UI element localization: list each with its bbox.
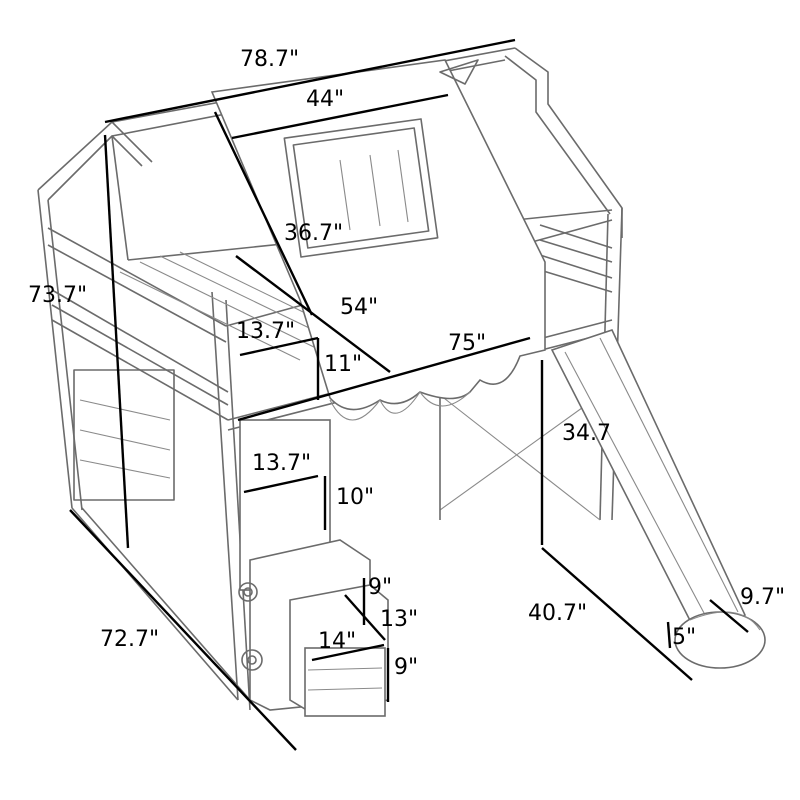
guardrail-height-label: 11" xyxy=(324,352,362,377)
slide-width-label: 9.7" xyxy=(740,585,785,610)
slide-width-line xyxy=(709,599,749,633)
overall-width-line xyxy=(69,509,297,751)
step-depth-line xyxy=(344,594,386,641)
bed-length-label: 75" xyxy=(448,331,486,356)
stair-step-width-label: 13.7" xyxy=(252,451,311,476)
guardrail-width-label: 13.7" xyxy=(236,319,295,344)
overall-length-label: 78.7" xyxy=(240,47,299,72)
dimension-labels: 78.7" 44" 36.7" 73.7" 54" 13.7" 11" 75" … xyxy=(28,47,785,680)
lower-step-height-label: 9" xyxy=(368,575,392,600)
tent-width-label: 44" xyxy=(306,87,344,112)
bed-diagonal-label: 54" xyxy=(340,295,378,320)
bottom-step-height-label: 9" xyxy=(394,655,418,680)
overall-height-label: 73.7" xyxy=(28,283,87,308)
overall-height-line xyxy=(103,134,130,549)
lower-step-width-line xyxy=(311,643,385,662)
tent-width-line xyxy=(231,93,449,140)
stair-step-height-label: 10" xyxy=(336,485,374,510)
guardrail-width-line xyxy=(239,336,319,357)
slide-rail-height-line xyxy=(666,621,672,649)
overall-length-line xyxy=(104,38,516,124)
bed-frame-sketch xyxy=(37,47,766,717)
step-depth-label: 13" xyxy=(380,607,418,632)
tent-height-line xyxy=(213,111,314,316)
slide-length-line xyxy=(541,547,693,681)
overall-width-label: 72.7" xyxy=(100,627,159,652)
slide-rail-height-label: 5" xyxy=(672,625,696,650)
bed-diagonal-line xyxy=(235,255,391,373)
slide-length-label: 40.7" xyxy=(528,601,587,626)
clearance-height-label: 34.7 xyxy=(562,421,611,446)
stair-step-width-line xyxy=(243,474,319,494)
tent-height-label: 36.7" xyxy=(284,221,343,246)
dimension-lines xyxy=(69,38,749,751)
lower-step-width-label: 14" xyxy=(318,629,356,654)
bed-length-line xyxy=(237,336,531,422)
